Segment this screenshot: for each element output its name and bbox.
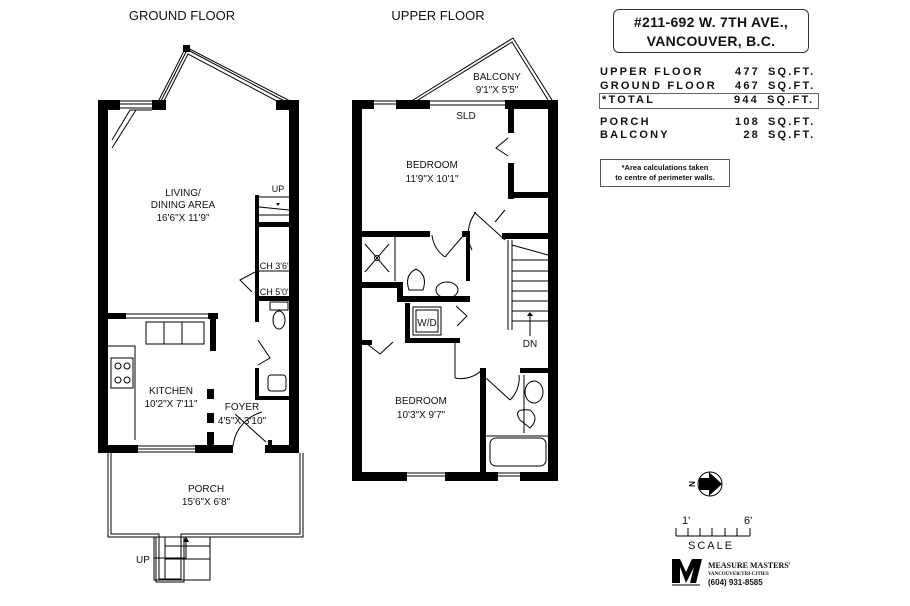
logo-text: MEASURE MASTERS' VANCOUVER/TRI-CITIES (6… (708, 561, 791, 588)
ground-floor-plan: UP CH 3'6" CH 5'0" (98, 45, 304, 583)
logo-company-name: MEASURE MASTERS' (708, 561, 791, 570)
kitchen-label: KITCHEN (149, 386, 193, 397)
area-value: 28 (743, 129, 760, 141)
address-line-2: VANCOUVER, B.C. (646, 33, 776, 49)
scale-bar (675, 528, 751, 537)
area-unit: SQ.FT. (768, 79, 816, 92)
area-value: 477 (735, 66, 760, 78)
closet-height-2: CH 5'0" (260, 287, 290, 297)
porch-dims: 15'6"X 6'8" (182, 497, 231, 508)
area-row-total: *TOTAL 944 SQ.FT. (599, 93, 819, 109)
note-line-1: *Area calculations taken (621, 163, 709, 172)
scale-start-label: 1' (682, 515, 691, 527)
north-arrow-icon: N (688, 471, 723, 497)
balcony-label: BALCONY (473, 72, 521, 83)
kitchen-dims: 10'2"X 7'11" (145, 399, 198, 410)
logo-tagline: VANCOUVER/TRI-CITIES (708, 572, 769, 577)
area-value: 108 (735, 115, 760, 128)
area-summary-table: UPPER FLOOR 477 SQ.FT. GROUND FLOOR 467 … (599, 66, 819, 143)
area-name: GROUND FLOOR (600, 79, 717, 92)
area-name: UPPER FLOOR (600, 66, 704, 78)
scale-label: SCALE (688, 540, 735, 552)
area-row-upper: UPPER FLOOR 477 SQ.FT. (600, 66, 819, 80)
area-name: PORCH (600, 115, 651, 128)
living-room-label-2: DINING AREA (151, 200, 216, 211)
area-name: *TOTAL (602, 94, 656, 106)
bedroom2-label: BEDROOM (395, 396, 447, 407)
bedroom1-dims: 11'9"X 10'1" (406, 174, 459, 185)
scale-end-label: 6' (744, 515, 753, 527)
area-value: 944 (734, 94, 759, 106)
area-unit: SQ.FT. (768, 66, 816, 78)
area-unit: SQ.FT. (767, 94, 815, 106)
area-name: BALCONY (600, 129, 670, 141)
stairs-up-label: UP (272, 184, 285, 194)
porch-up-label: UP (136, 555, 150, 566)
bedroom1-label: BEDROOM (406, 160, 458, 171)
area-value: 467 (735, 79, 760, 92)
ground-floor-title: GROUND FLOOR (129, 8, 235, 23)
area-unit: SQ.FT. (768, 129, 816, 141)
area-row-ground: GROUND FLOOR 467 SQ.FT. (600, 80, 819, 94)
foyer-label: FOYER (225, 402, 259, 413)
area-calculation-note: *Area calculations taken to centre of pe… (600, 159, 730, 187)
closet-height-1: CH 3'6" (260, 261, 290, 271)
sliding-door-label: SLD (456, 111, 475, 122)
measure-masters-logo-icon (672, 559, 702, 586)
area-row-porch: PORCH 108 SQ.FT. (600, 116, 819, 130)
foyer-dims: 4'5"X 3'10" (218, 416, 267, 427)
bedroom2-dims: 10'3"X 9'7" (397, 410, 446, 421)
upper-floor-title: UPPER FLOOR (391, 8, 484, 23)
washer-dryer-label: W/D (417, 318, 436, 329)
address-line-1: #211-692 W. 7TH AVE., (633, 14, 789, 30)
stairs-down-label: DN (523, 339, 537, 350)
address-box: #211-692 W. 7TH AVE., VANCOUVER, B.C. (613, 9, 809, 53)
balcony-dims: 9'1"X 5'5" (476, 85, 519, 96)
logo-phone: (604) 931-8585 (708, 578, 763, 587)
area-unit: SQ.FT. (768, 115, 816, 128)
porch-label: PORCH (188, 484, 224, 495)
upper-floor-plan: BALCONY 9'1"X 5'5" SLD (352, 37, 558, 481)
living-room-dims: 16'6"X 11'9" (157, 213, 210, 224)
north-label: N (688, 481, 697, 487)
area-row-balcony: BALCONY 28 SQ.FT. (600, 129, 819, 143)
living-room-label: LIVING/ (165, 188, 201, 199)
note-line-2: to centre of perimeter walls. (615, 173, 715, 182)
